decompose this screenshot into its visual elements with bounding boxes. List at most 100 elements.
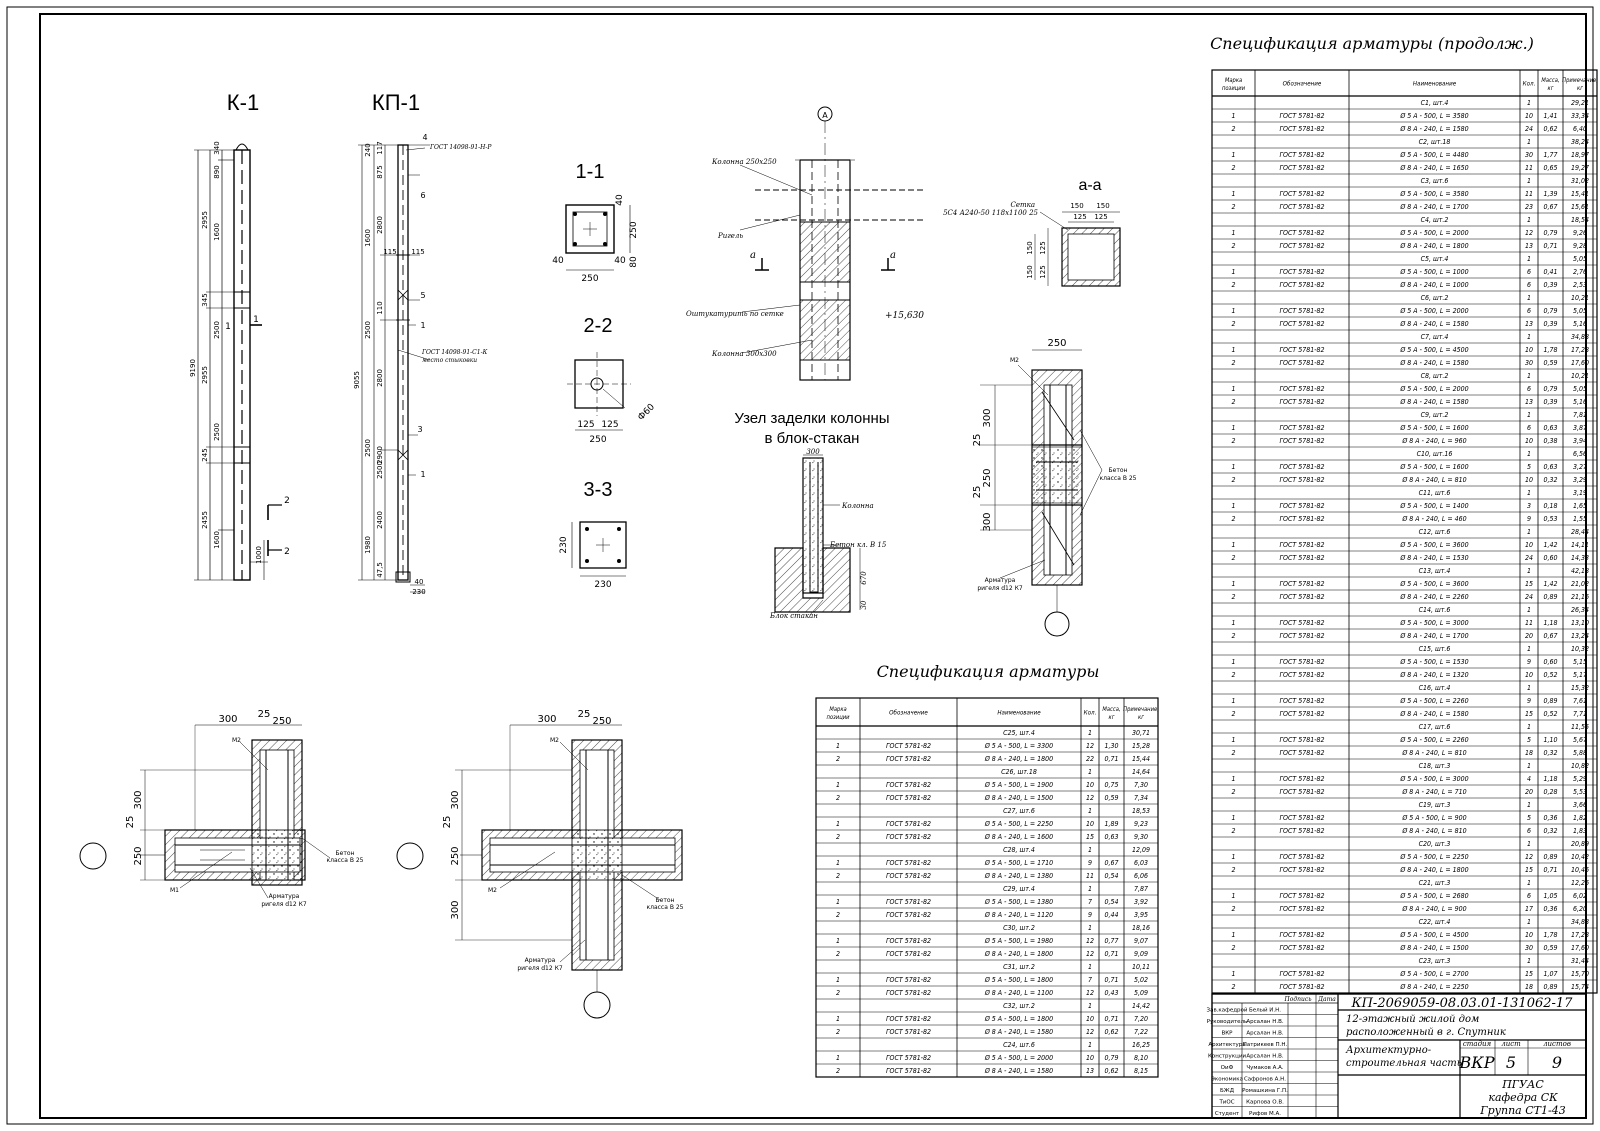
table-cell: 2 xyxy=(1231,125,1235,133)
table-cell: Ø 8 А - 240, L = 810 xyxy=(1401,827,1466,835)
node-dim: 300 xyxy=(806,448,820,456)
table-cell: 13 xyxy=(1525,242,1533,250)
table-cell: Ø 8 А - 240, L = 2260 xyxy=(1399,593,1468,601)
table-cell: 33,34 xyxy=(1571,112,1589,120)
k1-dimensions: 340 890 1600 2955 9190 345 2500 2955 250… xyxy=(189,141,290,564)
table-cell: С11, шт.6 xyxy=(1419,489,1451,497)
table-cell: 0,59 xyxy=(1543,359,1557,367)
table-cell: 1,18 xyxy=(1543,619,1557,627)
tb-role: Архитектура xyxy=(1208,1042,1245,1048)
table-cell: 2 xyxy=(1231,554,1235,562)
table-cell: ГОСТ 5781-82 xyxy=(1279,151,1324,159)
table-cell: 1 xyxy=(1527,411,1531,419)
tb-stage: ВКР xyxy=(1459,1053,1495,1072)
table-cell: 1,30 xyxy=(1104,742,1118,750)
kp1-dim: 240 xyxy=(364,143,372,156)
table-cell: ГОСТ 5781-82 xyxy=(886,898,931,906)
table-cell: 0,63 xyxy=(1543,463,1557,471)
table-cell: 6,03 xyxy=(1134,859,1148,867)
table-cell: 7,30 xyxy=(1134,781,1148,789)
tb-sheets-header: листов xyxy=(1543,1040,1571,1048)
k1-mark: 2 xyxy=(284,547,290,557)
jc-dim: 250 xyxy=(450,846,461,865)
jt-dim: 250 xyxy=(133,846,144,865)
section-a-a-title: а-а xyxy=(1078,177,1101,194)
table-cell: ГОСТ 5781-82 xyxy=(1279,164,1324,172)
table-cell: 0,67 xyxy=(1104,859,1118,867)
table-cell: 31,44 xyxy=(1571,957,1589,965)
gost-label-mid: ГОСТ 14098-91-С1-К xyxy=(421,349,488,356)
tb-person: Арсалан Н.В. xyxy=(1246,1054,1284,1060)
kp1-mark: 6 xyxy=(420,191,425,200)
table-cell: 1 xyxy=(836,937,840,945)
label-rigel: Ригель xyxy=(717,232,743,240)
table-cell: С1, шт.4 xyxy=(1421,99,1449,107)
jc-dim: 25 xyxy=(578,709,591,720)
table-cell: 16,25 xyxy=(1132,1041,1150,1049)
kp1-dim: 115 xyxy=(411,248,424,256)
table-cell: 18 xyxy=(1525,983,1533,991)
tb-role: Руководитель xyxy=(1207,1019,1248,1025)
table-cell: 34,88 xyxy=(1571,918,1589,926)
jc-concrete-1: Бетон xyxy=(656,897,675,904)
gost-label-top: ГОСТ 14098-91-Н-Р xyxy=(429,144,492,151)
table-cell: С7, шт.4 xyxy=(1421,333,1449,341)
table-cell: 2 xyxy=(836,950,840,958)
table-cell: 2 xyxy=(1231,749,1235,757)
table-cell: Ø 5 А - 500, L = 2700 xyxy=(1399,970,1468,978)
table-cell: 6,06 xyxy=(1134,872,1148,880)
table-cell: Ø 8 А - 240, L = 810 xyxy=(1401,749,1466,757)
table-cell: 30 xyxy=(1525,151,1533,159)
table-cell: Ø 5 А - 500, L = 1530 xyxy=(1399,658,1468,666)
table-cell: 0,71 xyxy=(1104,1015,1118,1023)
table-cell: 1 xyxy=(1088,963,1092,971)
table-cell: 0,79 xyxy=(1543,307,1557,315)
kp1-dim: 9055 xyxy=(353,371,361,389)
kp1-mark: 4 xyxy=(422,133,427,142)
table-cell: 1 xyxy=(1088,729,1092,737)
table-cell: ГОСТ 5781-82 xyxy=(1279,736,1324,744)
tb-person: Патрикеев П.Н. xyxy=(1243,1042,1288,1048)
table-cell: 3,27 xyxy=(1573,463,1587,471)
section-a-a: а-а 150 150 125 125 125 125 150 150 Сетк… xyxy=(943,177,1121,287)
table-cell: 30 xyxy=(1525,944,1533,952)
table-cell: 13,24 xyxy=(1571,632,1589,640)
jt-arm-2: ригеля d12 К7 xyxy=(261,901,307,908)
tb-part-line-2: строительная часть xyxy=(1346,1058,1462,1069)
table-cell: 1,42 xyxy=(1543,580,1557,588)
tb-person: Белый И.Н. xyxy=(1249,1007,1281,1014)
jt-arm-1: Арматура xyxy=(269,893,300,900)
table-cell: 5,16 xyxy=(1573,398,1587,406)
table-cell: 1 xyxy=(1231,151,1235,159)
jt-dim: 25 xyxy=(125,816,136,829)
table-cell: 0,52 xyxy=(1543,710,1557,718)
table-cell: 5,05 xyxy=(1573,255,1587,263)
table-cell: Ø 5 А - 500, L = 1900 xyxy=(984,781,1053,789)
table-cell: 1 xyxy=(1527,177,1531,185)
table-cell: 1 xyxy=(1231,463,1235,471)
table-cell: 9,09 xyxy=(1134,950,1148,958)
table-cell: 14,42 xyxy=(1132,1002,1150,1010)
table-cell: ГОСТ 5781-82 xyxy=(1279,398,1324,406)
k1-dim: 2500 xyxy=(213,423,221,441)
table-cell: С20, шт.3 xyxy=(1419,840,1451,848)
label-a-left: а xyxy=(750,250,756,261)
table-cell: ГОСТ 5781-82 xyxy=(1279,307,1324,315)
table-cell: 5,16 xyxy=(1573,320,1587,328)
table-cell: 30,71 xyxy=(1132,729,1150,737)
column-k1-drawing: К-1 xyxy=(194,90,282,581)
table-cell: Ø 8 А - 240, L = 900 xyxy=(1401,905,1466,913)
table-header-cell: кг xyxy=(1138,715,1144,721)
table-cell: 0,28 xyxy=(1543,788,1557,796)
table-header-cell: Кол. xyxy=(1523,80,1536,87)
column-elevation: А xyxy=(739,106,925,381)
table-cell: ГОСТ 5781-82 xyxy=(886,937,931,945)
table-cell: 42,18 xyxy=(1571,567,1589,575)
tb-person: Карпова О.В. xyxy=(1246,1100,1284,1106)
table-cell: Ø 8 А - 240, L = 2250 xyxy=(1399,983,1468,991)
table-cell: 1 xyxy=(1088,885,1092,893)
table-cell: 0,89 xyxy=(1543,983,1557,991)
table-header-cell: Наименование xyxy=(997,709,1041,716)
table-cell: 0,71 xyxy=(1104,755,1118,763)
